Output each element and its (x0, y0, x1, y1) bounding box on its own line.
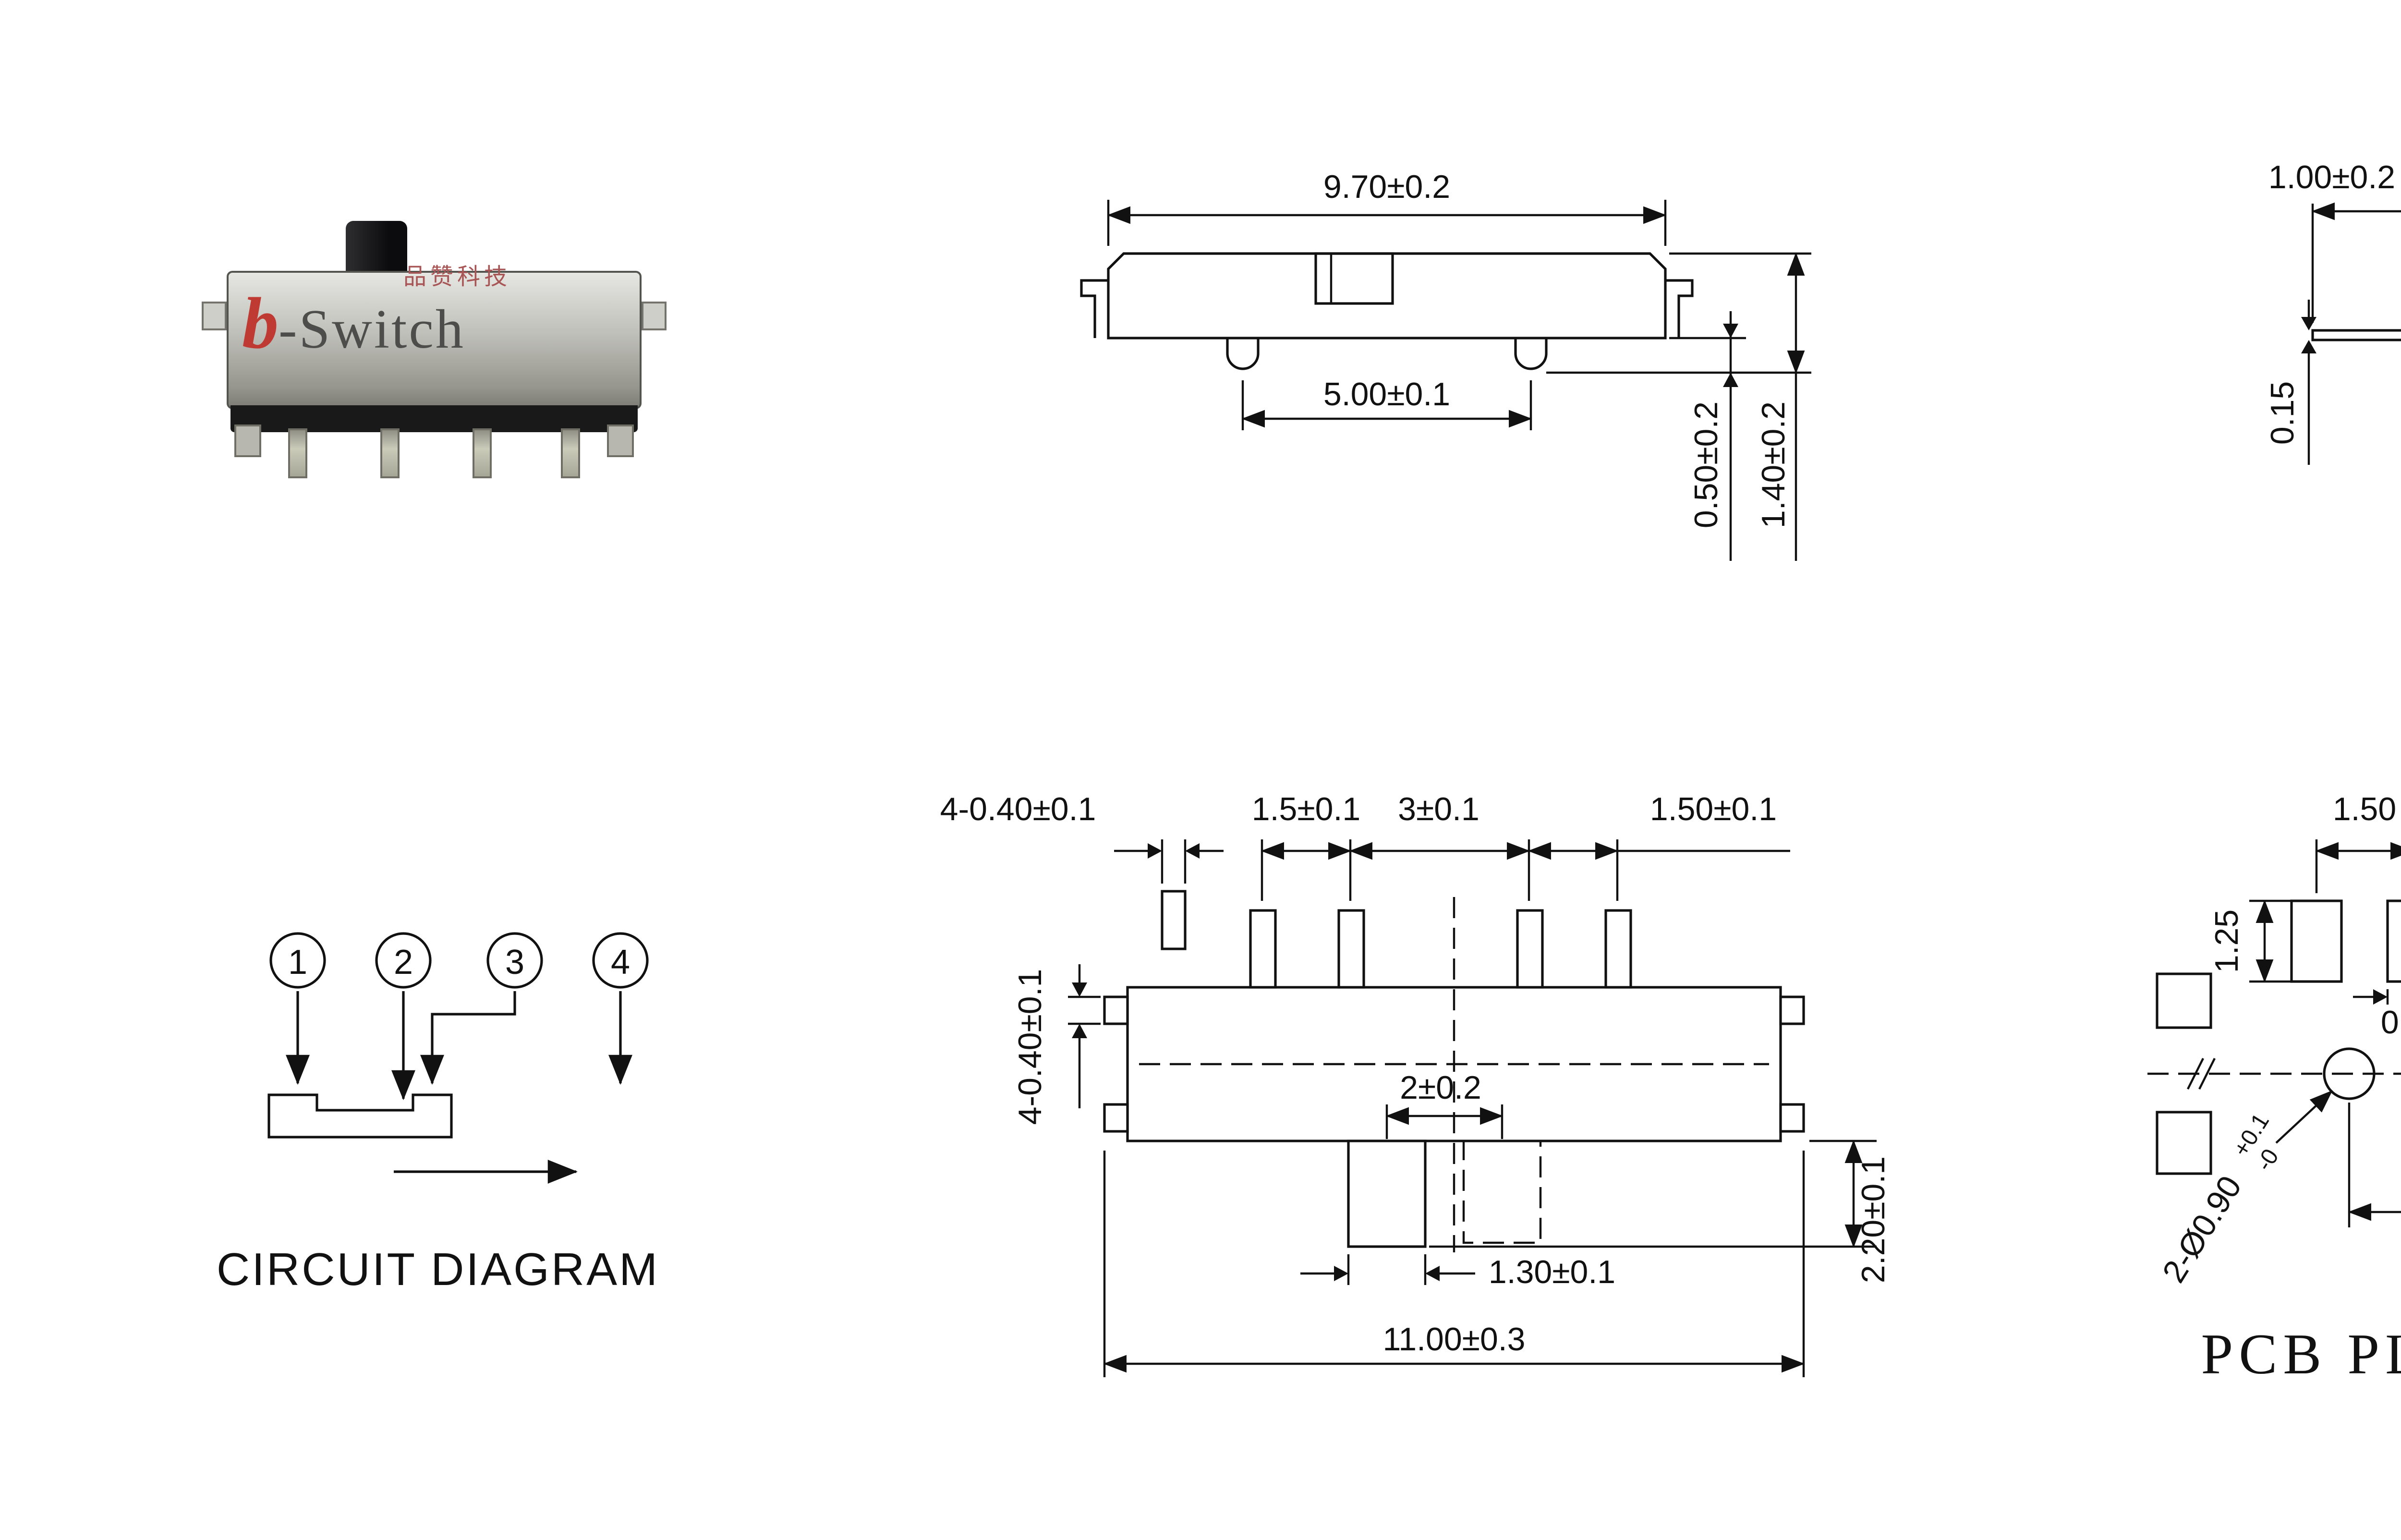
dim-travel: 2±0.2 (1400, 1069, 1481, 1106)
front-view-drawing: 9.70±0.2 5.00±0.1 0.50±0.2 1.40±0.2 (1080, 169, 1811, 561)
dim-overall: 11.00±0.3 (1383, 1321, 1526, 1358)
terminal-section-detail (1161, 890, 1187, 950)
terminal-pin (288, 428, 307, 478)
terminal-pin (473, 428, 492, 478)
top-view-drawing: 4-0.40±0.1 1.5±0.1 3±0.1 1.50±0.1 4-0.40… (940, 791, 1892, 1377)
pcb-dimensions: 1.50 3 1.50 1.15 1.25 0.90 5.00 1.55 1.5… (2155, 791, 2401, 1289)
front-view-dimensions: 9.70±0.2 5.00±0.1 0.50±0.2 1.40±0.2 (1107, 169, 1811, 561)
dim-pitch-3: 1.50±0.1 (1650, 791, 1777, 827)
solder-pad (2386, 899, 2401, 983)
dim-terminal-side: 4-0.40±0.1 (1012, 969, 1048, 1125)
centerline-break-mark (2187, 1058, 2216, 1090)
terminal-pin (561, 428, 580, 478)
dim-knob-length: 2.20±0.1 (1855, 1156, 1892, 1283)
top-view-dimensions: 4-0.40±0.1 1.5±0.1 3±0.1 1.50±0.1 4-0.40… (940, 791, 1892, 1377)
dim-body-width: 9.70±0.2 (1323, 169, 1450, 205)
pin-numbers: 1 2 3 4 (269, 932, 649, 989)
dim-pad-height: 1.25 (2208, 909, 2245, 973)
solder-pad (2290, 899, 2343, 983)
dim-pad-pitch-1: 1.50 (2333, 791, 2396, 827)
pcb-plan-title: PCB PLERTING PLAN (2201, 1322, 2401, 1386)
circuit-diagram-title: CIRCUIT DIAGRAM (217, 1244, 659, 1295)
end-view-outline (2311, 329, 2401, 341)
pin-number-3: 3 (505, 943, 524, 982)
actuator-position-dashed (1462, 1140, 1542, 1244)
dim-pitch-1: 1.5±0.1 (1252, 791, 1360, 827)
circuit-symbol (267, 991, 632, 1184)
end-foot-right (607, 424, 634, 457)
end-view-drawing: 1.00±0.2 2.70±0.2 G±0.2 1.10±0.1 0.15 2-… (2264, 159, 2401, 465)
dim-pitch-2: 3±0.1 (1398, 791, 1479, 827)
brand-logo-b: b (242, 284, 279, 365)
dim-height: 1.40±0.2 (1755, 401, 1792, 528)
switch-base-photo (230, 405, 638, 432)
chinese-watermark: 品赞科技 (403, 263, 511, 290)
pcb-plan-drawing: 1.50 3 1.50 1.15 1.25 0.90 5.00 1.55 1.5… (2147, 791, 2401, 1386)
actuator-position-solid (1347, 1140, 1427, 1248)
mount-lug-left (202, 302, 227, 330)
dim-terminal-top: 4-0.40±0.1 (940, 791, 1096, 827)
dim-plate: 0.15 (2264, 381, 2301, 445)
brand-watermark: b-Switch (242, 282, 465, 367)
dim-pad-width: 0.90 (2381, 1004, 2401, 1041)
pin-number-1: 1 (288, 943, 307, 982)
front-view-outline (1080, 252, 1694, 370)
dim-standoff: 0.50±0.2 (1688, 401, 1724, 528)
dim-knob-width: 1.30±0.1 (1489, 1254, 1615, 1290)
solder-pad (2156, 1111, 2212, 1175)
terminal-pin (380, 428, 400, 478)
common-contact-shape (267, 1093, 453, 1139)
switch-actuator-photo (346, 221, 407, 279)
end-view-dimensions: 1.00±0.2 2.70±0.2 G±0.2 1.10±0.1 0.15 2-… (2264, 159, 2401, 465)
brand-name: -Switch (279, 300, 465, 361)
product-photo: b-Switch 品赞科技 (177, 217, 718, 524)
hole-diameter-callout: 2-Ø0.90 +0.1 -0 (2155, 1109, 2284, 1289)
pin-number-2: 2 (394, 943, 413, 982)
switch-body-photo (227, 271, 642, 409)
circuit-diagram: 1 2 3 4 CIRCUIT DIAGRAM (217, 932, 659, 1295)
pcb-pads (2147, 899, 2401, 1175)
end-foot-left (234, 424, 261, 457)
mount-lug-right (642, 302, 667, 330)
dim-flange: 1.00±0.2 (2268, 159, 2395, 195)
dim-pin-pitch: 5.00±0.1 (1323, 376, 1450, 412)
pin-number-4: 4 (611, 943, 630, 982)
solder-pad (2156, 972, 2212, 1029)
hole-callout-main: 2-Ø0.90 (2155, 1169, 2249, 1289)
